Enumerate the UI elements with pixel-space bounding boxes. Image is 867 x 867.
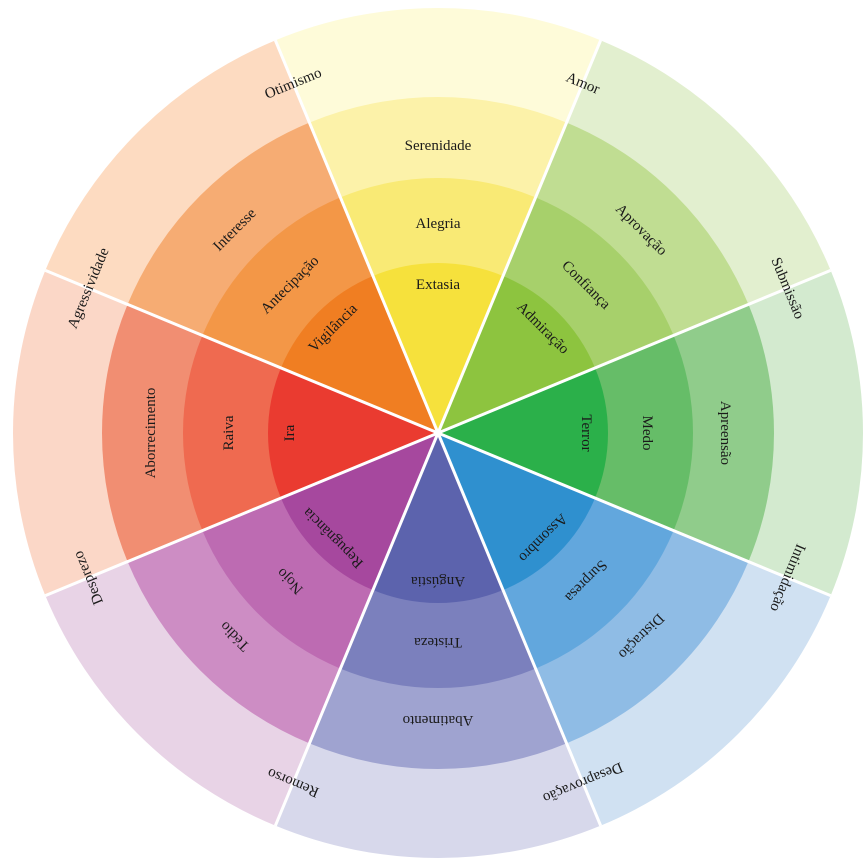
sector-divider [273, 432, 440, 827]
wedge-confianca-ring-1 [438, 275, 596, 433]
wedge-tristeza-ring-1 [372, 433, 504, 603]
label-medo-3: Apreensão [717, 401, 733, 465]
sector-divider [44, 268, 439, 435]
wedges [13, 8, 863, 858]
sector-divider [273, 39, 440, 434]
label-tristeza-2: Tristeza [414, 634, 462, 650]
dividers [44, 39, 832, 827]
sector-divider [436, 432, 603, 827]
label-alegria-1: Extasia [416, 277, 460, 293]
wedge-medo-ring-1 [438, 367, 608, 499]
label-medo-2: Medo [639, 416, 655, 451]
wedge-raiva-ring-1 [268, 367, 438, 499]
label-tristeza-1: Angústia [411, 573, 466, 589]
wedge-antecipacao-ring-1 [280, 275, 438, 433]
label-alegria-3: Serenidade [405, 138, 472, 154]
wedge-surpresa-ring-1 [438, 433, 596, 591]
label-raiva-3: Aborrecimento [143, 388, 159, 479]
sector-divider [437, 431, 832, 598]
sector-divider [436, 39, 603, 434]
label-raiva-2: Raiva [221, 415, 237, 450]
wedge-alegria-ring-1 [372, 263, 504, 433]
label-tristeza-3: Abatimento [403, 712, 474, 728]
wedge-nojo-ring-1 [280, 433, 438, 591]
sector-divider [437, 268, 832, 435]
sector-divider [44, 431, 439, 598]
label-raiva-1: Ira [282, 424, 298, 441]
label-medo-1: Terror [578, 414, 594, 451]
label-alegria-2: Alegria [416, 216, 461, 232]
